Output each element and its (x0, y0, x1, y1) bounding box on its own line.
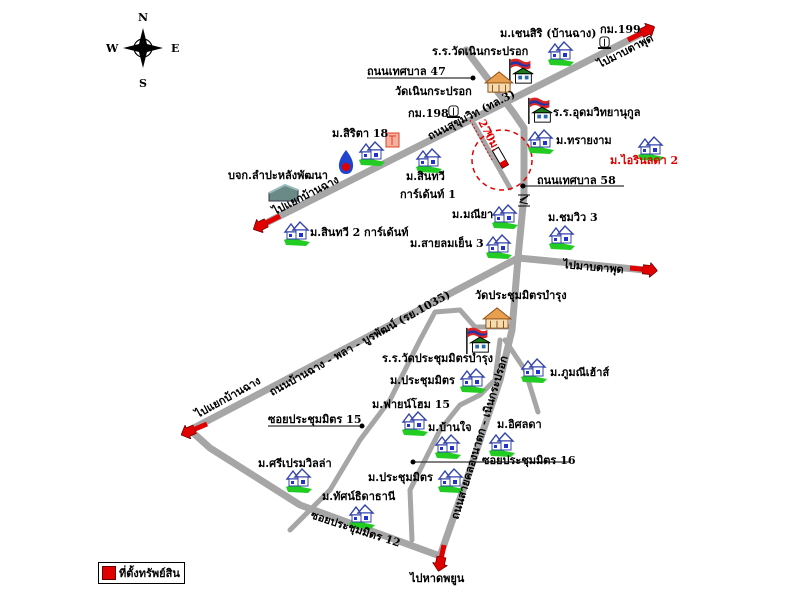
label-lampahlang: บจก.ลำปะหลังพัฒนา (228, 169, 328, 182)
label-chomwiw: ม.ชมวิว 3 (548, 211, 598, 224)
label-fine-home: ม.ฟายน์โฮม 15 (372, 397, 450, 411)
house-icon (459, 368, 487, 393)
school-icon (466, 326, 491, 354)
compass-n: N (138, 11, 148, 24)
label-thesaban-58: ถนนเทศบาล 58 (537, 174, 616, 187)
label-sirita: ม.สิริตา 18 (332, 127, 389, 140)
place-labels: ม.เชนสิริ (บ้านฉาง) กม.199 ร.ร.วัดเนินกร… (228, 23, 678, 586)
label-soi-16: ซอยประชุมมิตร 16 (482, 454, 576, 468)
road-property-spur (471, 121, 513, 191)
road-inner-west (287, 307, 513, 533)
house-icon (285, 468, 313, 493)
compass-e: E (171, 42, 179, 55)
house-icon (401, 411, 429, 436)
compass-rose-icon: N S W E (105, 11, 179, 90)
label-prachum-mit-2: ม.ประชุมมิตร (368, 471, 433, 485)
house-icon (491, 204, 519, 229)
property-radius-circle (471, 129, 533, 191)
label-km198: กม.198 (408, 107, 449, 120)
label-wat-noen: วัดเนินกระปรอก (395, 85, 472, 98)
label-irin-lada: ม.ไอรินลดา 2 (610, 153, 678, 167)
house-icon (527, 129, 555, 154)
label-phummanee: ม.ภูมณีเฮ้าส์ (550, 366, 609, 380)
label-soi-15: ซอยประชุมมิตร 15 (268, 413, 361, 427)
label-maneeya: ม.มณียา (452, 208, 493, 221)
house-icon (547, 41, 575, 66)
label-wat-prachum: วัดประชุมมิตรบำรุง (475, 289, 567, 303)
label-thatthida: ม.ทัศน์ธิดาธานี (322, 490, 396, 503)
arrow-southwest-icon (260, 213, 282, 226)
km-post-icon (598, 36, 611, 49)
road-khlong-natok (436, 326, 516, 560)
road-to-map-ta-phut (514, 254, 649, 274)
map-legend: ที่ตั้งทรัพย์สิน (98, 562, 185, 584)
compass-s: S (139, 77, 147, 90)
compass-w: W (105, 42, 119, 55)
label-sinthawee-1b: การ์เด้นท์ 1 (400, 188, 456, 201)
road-network (186, 28, 649, 560)
temple-icon (482, 307, 512, 329)
school-icon (528, 96, 553, 124)
house-icon (434, 434, 462, 459)
house-icon (358, 141, 386, 166)
label-sailom: ม.สายลมเย็น 3 (410, 236, 484, 250)
direction-arrows (188, 30, 650, 564)
road-soi-12 (186, 426, 444, 560)
label-sinthawee-1a: ม.สินทวี (406, 170, 445, 183)
label-school-noen: ร.ร.วัดเนินกระปรอก (432, 45, 529, 58)
house-icon (520, 358, 548, 383)
legend-label: ที่ตั้งทรัพย์สิน (119, 567, 180, 580)
label-sriprem: ม.ศรีเปรมวิลล่า (258, 457, 332, 470)
label-to-hat-phayun: ไปหาดพยูน (408, 571, 465, 586)
label-km199: กม.199 (600, 23, 641, 36)
label-sinthawee-2: ม.สินทวี 2 การ์เด้นท์ (310, 226, 408, 239)
factory-sign-icon (385, 132, 400, 148)
label-prachum-mit-1: ม.ประชุมมิตร (390, 374, 455, 388)
label-ban-jai: ม.บ้านใจ (428, 420, 472, 434)
road-sukhumvit (258, 28, 649, 229)
house-icon (283, 221, 311, 246)
label-issalada: ม.อิศลดา (497, 418, 542, 431)
school-icon (509, 57, 534, 85)
label-chen-siri: ม.เชนสิริ (บ้านฉาง) (500, 27, 596, 40)
arrow-northeast-icon (626, 30, 648, 43)
label-thesaban-47: ถนนเทศบาล 47 (367, 65, 446, 78)
property-swatch-icon (102, 566, 116, 580)
gas-station-icon (338, 150, 354, 174)
property-marker-icon (491, 146, 510, 169)
road-north-south (462, 46, 528, 334)
label-to-map-ta-phut-2: ไปมาบตาพุด (561, 257, 625, 277)
arrow-east-icon (629, 268, 650, 270)
road-ban-chang-phla (186, 254, 522, 434)
arrow-west-icon (188, 421, 208, 432)
label-school-udom: ร.ร.อุดมวิทยานุกูล (553, 106, 641, 120)
house-icon (548, 225, 576, 250)
road-inner-middle (407, 337, 503, 543)
warehouse-icon (268, 183, 299, 202)
arrow-south-icon (440, 544, 444, 564)
label-school-prachum: ร.ร.วัดประชุมมิตรบำรุง (382, 352, 493, 366)
house-icon (485, 234, 513, 259)
label-sai-ngam: ม.ทรายงาม (556, 134, 612, 147)
